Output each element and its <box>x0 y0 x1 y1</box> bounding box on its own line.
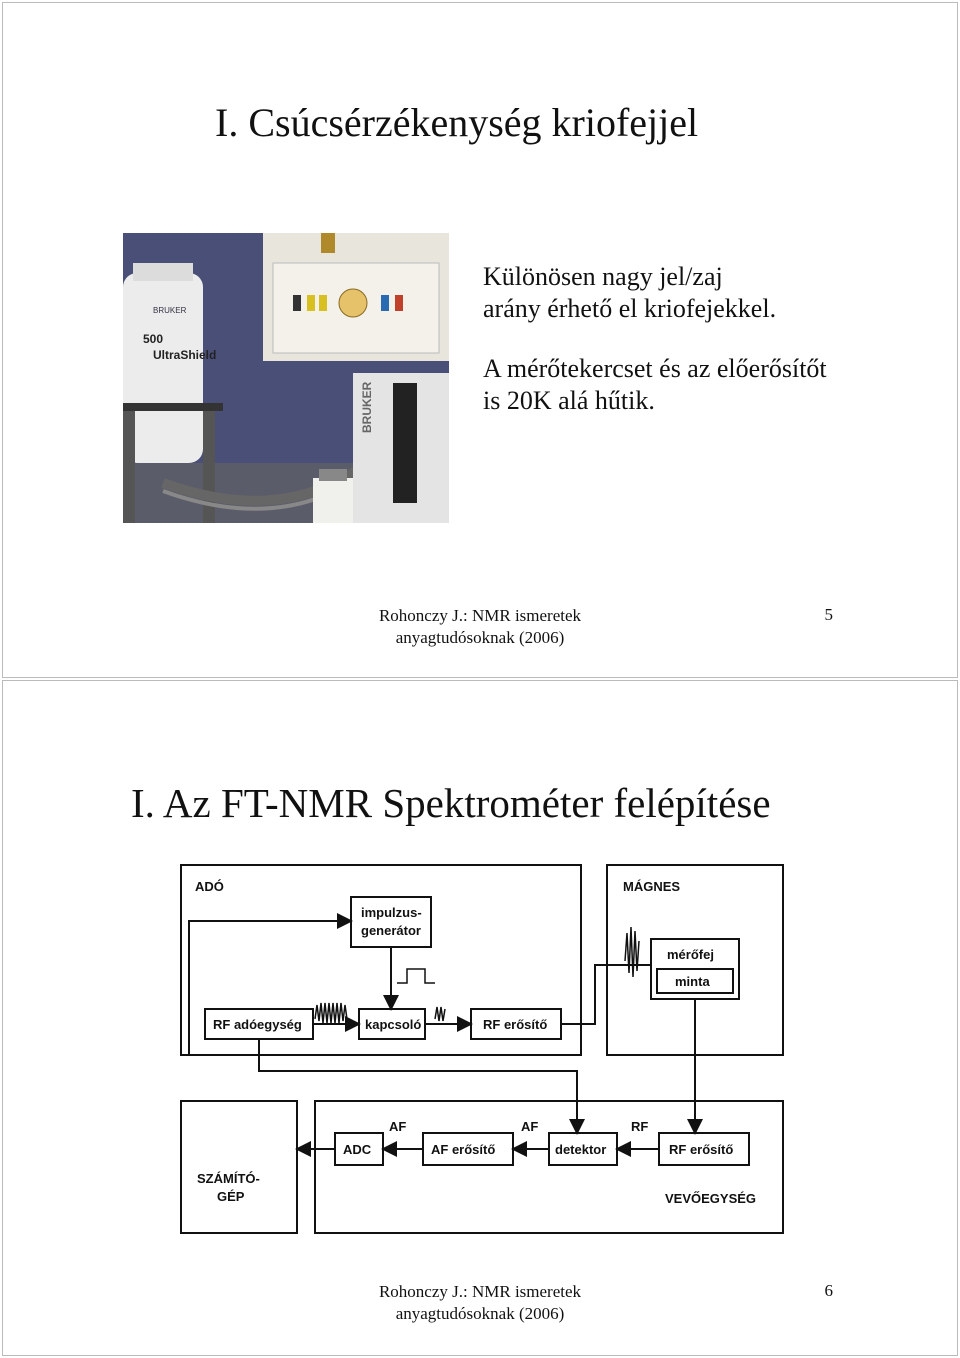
magnet-brand: BRUKER <box>153 306 187 315</box>
paragraph-1: Különösen nagy jel/zaj arány érhető el k… <box>483 261 903 325</box>
footer-author: Rohonczy J.: NMR ismeretek <box>378 1282 582 1301</box>
vevoegyseg-box <box>314 1100 784 1234</box>
ft-nmr-block-diagram: ADÓ MÁGNES impulzus- generátor mérőfej m… <box>180 864 784 1234</box>
label-minta: minta <box>675 974 710 989</box>
label-magnes: MÁGNES <box>623 879 680 894</box>
slide-title: I. Az FT-NMR Spektrométer felépítése <box>131 780 771 826</box>
ado-box <box>180 864 582 1056</box>
paragraph-1-line-2: arány érhető el kriofejekkel. <box>483 294 777 323</box>
label-rf-adoegyseg: RF adóegység <box>213 1017 302 1032</box>
szamitogep-box <box>180 1100 298 1234</box>
label-generator: generátor <box>361 923 421 938</box>
label-impulzus: impulzus- <box>361 905 422 920</box>
footer-course: anyagtudósoknak (2006) <box>395 628 565 647</box>
label-adc: ADC <box>343 1142 372 1157</box>
magnet-model-2: UltraShield <box>153 348 216 362</box>
slide-footer: Rohonczy J.: NMR ismeretek anyagtudósokn… <box>3 1281 957 1325</box>
paragraph-2-line-1: A mérőtekercset és az előerősítőt <box>483 354 827 383</box>
body-text: Különösen nagy jel/zaj arány érhető el k… <box>483 261 903 445</box>
label-af-2: AF <box>521 1119 538 1134</box>
label-merofej: mérőfej <box>667 947 714 962</box>
label-kapcsolo: kapcsoló <box>365 1017 421 1032</box>
footer-author: Rohonczy J.: NMR ismeretek <box>378 606 582 625</box>
page-number: 6 <box>824 1281 834 1300</box>
label-rf-erosito-top: RF erősítő <box>483 1017 547 1032</box>
label-af-erosito: AF erősítő <box>431 1142 495 1157</box>
paragraph-1-line-1: Különösen nagy jel/zaj <box>483 262 723 291</box>
label-szamito: SZÁMÍTÓ- <box>197 1171 260 1186</box>
slide-6: I. Az FT-NMR Spektrométer felépítése <box>2 680 958 1356</box>
cryoprobe-photo: BRUKER 500 UltraShield BRUKER <box>123 233 449 523</box>
label-ado: ADÓ <box>195 879 224 894</box>
slide-footer: Rohonczy J.: NMR ismeretek anyagtudósokn… <box>3 605 957 649</box>
label-rf: RF <box>631 1119 648 1134</box>
label-rf-erosito-bottom: RF erősítő <box>669 1142 733 1157</box>
slide-title: I. Csúcsérzékenység kriofejjel <box>215 100 699 145</box>
paragraph-2-line-2: is 20K alá hűtik. <box>483 386 655 415</box>
page-number: 5 <box>824 605 834 624</box>
label-detektor: detektor <box>555 1142 606 1157</box>
paragraph-2: A mérőtekercset és az előerősítőt is 20K… <box>483 353 903 417</box>
label-af-1: AF <box>389 1119 406 1134</box>
magnet-model-1: 500 <box>143 332 163 346</box>
label-gep: GÉP <box>217 1189 245 1204</box>
cabinet-brand: BRUKER <box>360 381 374 433</box>
slide-5: I. Csúcsérzékenység kriofejjel BRUKER 50… <box>2 2 958 678</box>
label-vevoegyseg: VEVŐEGYSÉG <box>665 1191 756 1206</box>
footer-course: anyagtudósoknak (2006) <box>395 1304 565 1323</box>
